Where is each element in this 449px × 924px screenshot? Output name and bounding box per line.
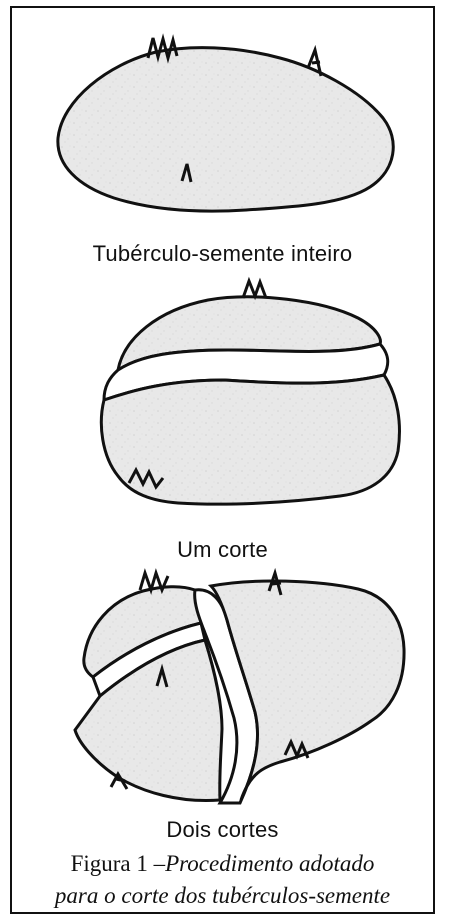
whole-tuber-drawing — [58, 38, 393, 211]
one-cut-tuber-drawing — [101, 281, 399, 504]
caption-line-1-text: Procedimento adotado — [165, 851, 374, 876]
figure-caption: Figura 1 –Procedimento adotado para o co… — [10, 848, 435, 912]
caption-prefix: Figura 1 – — [71, 851, 166, 876]
label-two-cuts: Dois cortes — [10, 817, 435, 843]
two-cuts-tuber-drawing — [75, 573, 404, 803]
caption-line-1: Figura 1 –Procedimento adotado — [10, 848, 435, 880]
whole-tuber-shape — [58, 48, 393, 211]
label-one-cut: Um corte — [10, 537, 435, 563]
one-cut-bottom-piece — [101, 375, 399, 504]
label-whole-tuber: Tubérculo-semente inteiro — [10, 241, 435, 267]
caption-line-2: para o corte dos tubérculos-semente — [10, 880, 435, 912]
